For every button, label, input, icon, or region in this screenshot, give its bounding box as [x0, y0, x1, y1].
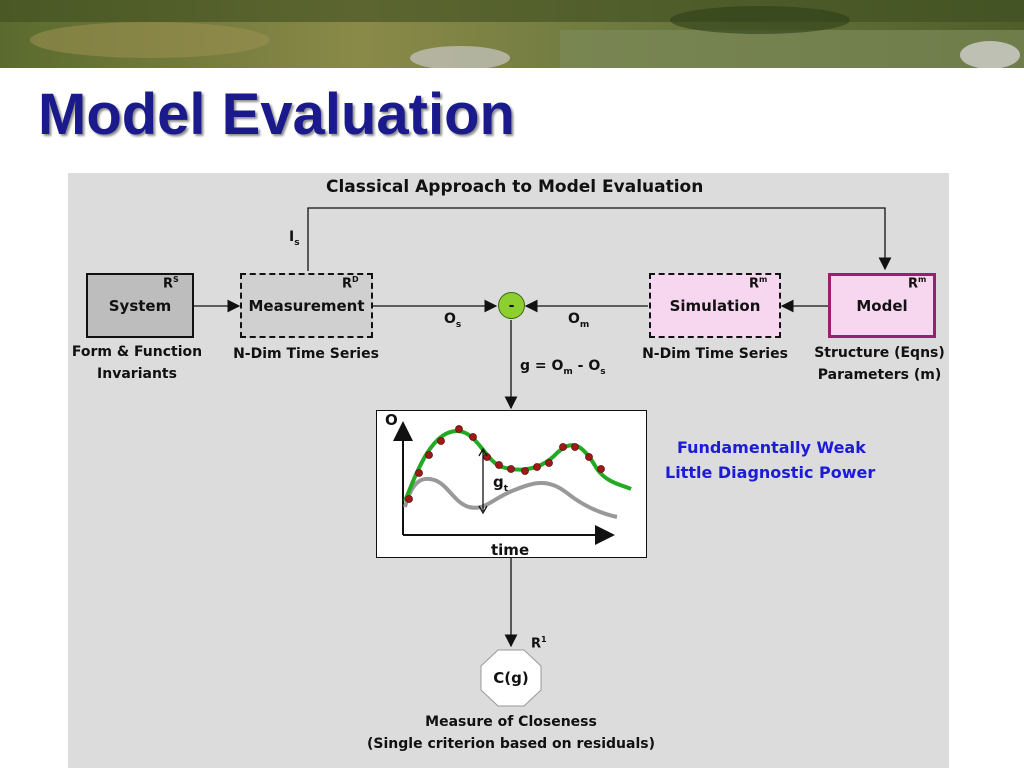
connector-lines	[194, 207, 892, 648]
obs-label: Os	[444, 311, 462, 330]
header-banner-image	[0, 0, 1024, 68]
input-label: Is	[289, 229, 300, 248]
plot-y-label: O	[385, 411, 398, 429]
minus-node: -	[498, 292, 525, 319]
model-box: Model	[828, 273, 936, 338]
model-caption: Structure (Eqns) Parameters (m)	[814, 345, 945, 383]
diagram-panel: Classical Approach to Model Evaluation I…	[68, 173, 949, 768]
simulation-box: Simulation	[649, 273, 781, 338]
weakness-note: Fundamentally Weak Little Diagnostic Pow…	[665, 438, 876, 482]
closeness-caption: Measure of Closeness (Single criterion b…	[367, 714, 655, 752]
observed-curve	[403, 476, 618, 519]
residual-label: g = Om - Os	[520, 358, 606, 377]
measurement-box: Measurement	[240, 273, 373, 338]
slide-title: Model Evaluation	[38, 82, 515, 147]
residual-plot: O gt	[376, 410, 647, 558]
measurement-space: RD	[342, 275, 359, 292]
model-space: Rm	[908, 275, 927, 292]
plot-x-label: time	[491, 541, 530, 559]
closeness-octagon	[480, 649, 542, 707]
system-caption: Form & Function Invariants	[71, 344, 203, 382]
diagram-heading: Classical Approach to Model Evaluation	[326, 177, 704, 197]
sim-output-label: Om	[568, 311, 590, 330]
plot-g-label: gt	[493, 473, 509, 494]
closeness-label: C(g)	[493, 669, 529, 687]
simulation-space: Rm	[749, 275, 768, 292]
system-space: RS	[163, 275, 179, 292]
simulation-label: Simulation	[669, 296, 761, 315]
closeness-space: R1	[531, 635, 547, 652]
measurement-label: Measurement	[248, 296, 365, 315]
system-box: System	[86, 273, 194, 338]
minus-label: -	[508, 297, 515, 314]
measurement-caption: N-Dim Time Series	[233, 346, 379, 362]
simulation-caption: N-Dim Time Series	[642, 346, 788, 362]
model-label: Model	[856, 296, 908, 315]
edge-input-model	[307, 207, 892, 271]
system-label: System	[108, 296, 172, 315]
